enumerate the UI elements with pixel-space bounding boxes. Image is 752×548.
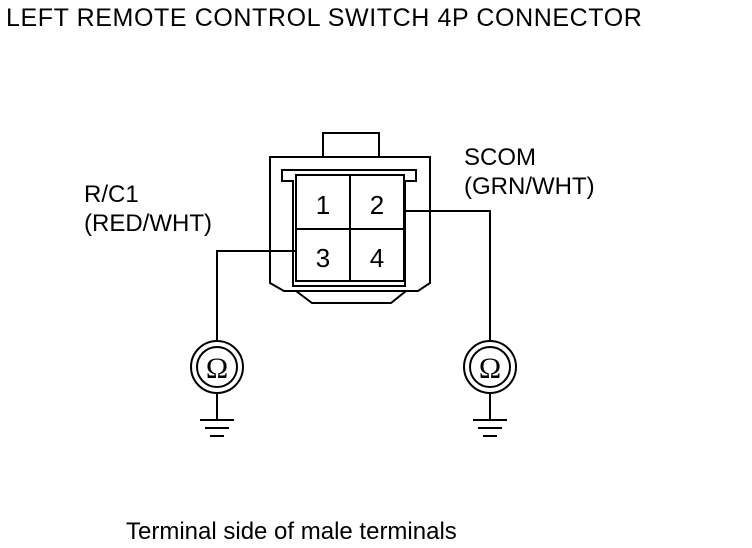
connector-housing — [269, 132, 431, 304]
housing-outer — [269, 156, 431, 292]
housing-inner — [281, 169, 417, 287]
scom-wire-color: (GRN/WHT) — [464, 173, 595, 200]
pin-1-label: 1 — [316, 190, 330, 220]
ground-left-icon — [200, 393, 234, 437]
ground-right-icon — [473, 393, 507, 437]
connector-key — [295, 290, 407, 304]
rc1-wire-label: R/C1 — [84, 181, 139, 208]
pin-4-label: 4 — [370, 243, 384, 273]
caption: Terminal side of male terminals — [126, 518, 457, 545]
pin-3-label: 3 — [316, 243, 330, 273]
terminal-labels: 1 2 3 4 — [316, 190, 384, 273]
wire-scom — [404, 210, 491, 340]
diagram-title: LEFT REMOTE CONTROL SWITCH 4P CONNECTOR — [6, 4, 643, 32]
pin-2-label: 2 — [370, 190, 384, 220]
ohm-symbol-left: Ω — [206, 352, 228, 385]
scom-wire-label: SCOM — [464, 144, 536, 171]
ohmmeter-left-icon: Ω — [190, 340, 244, 394]
rc1-wire-color: (RED/WHT) — [84, 210, 212, 237]
connector-tab — [322, 132, 380, 157]
wire-rc1 — [216, 250, 296, 340]
ohm-symbol-right: Ω — [479, 352, 501, 385]
ohmmeter-right-icon: Ω — [463, 340, 517, 394]
